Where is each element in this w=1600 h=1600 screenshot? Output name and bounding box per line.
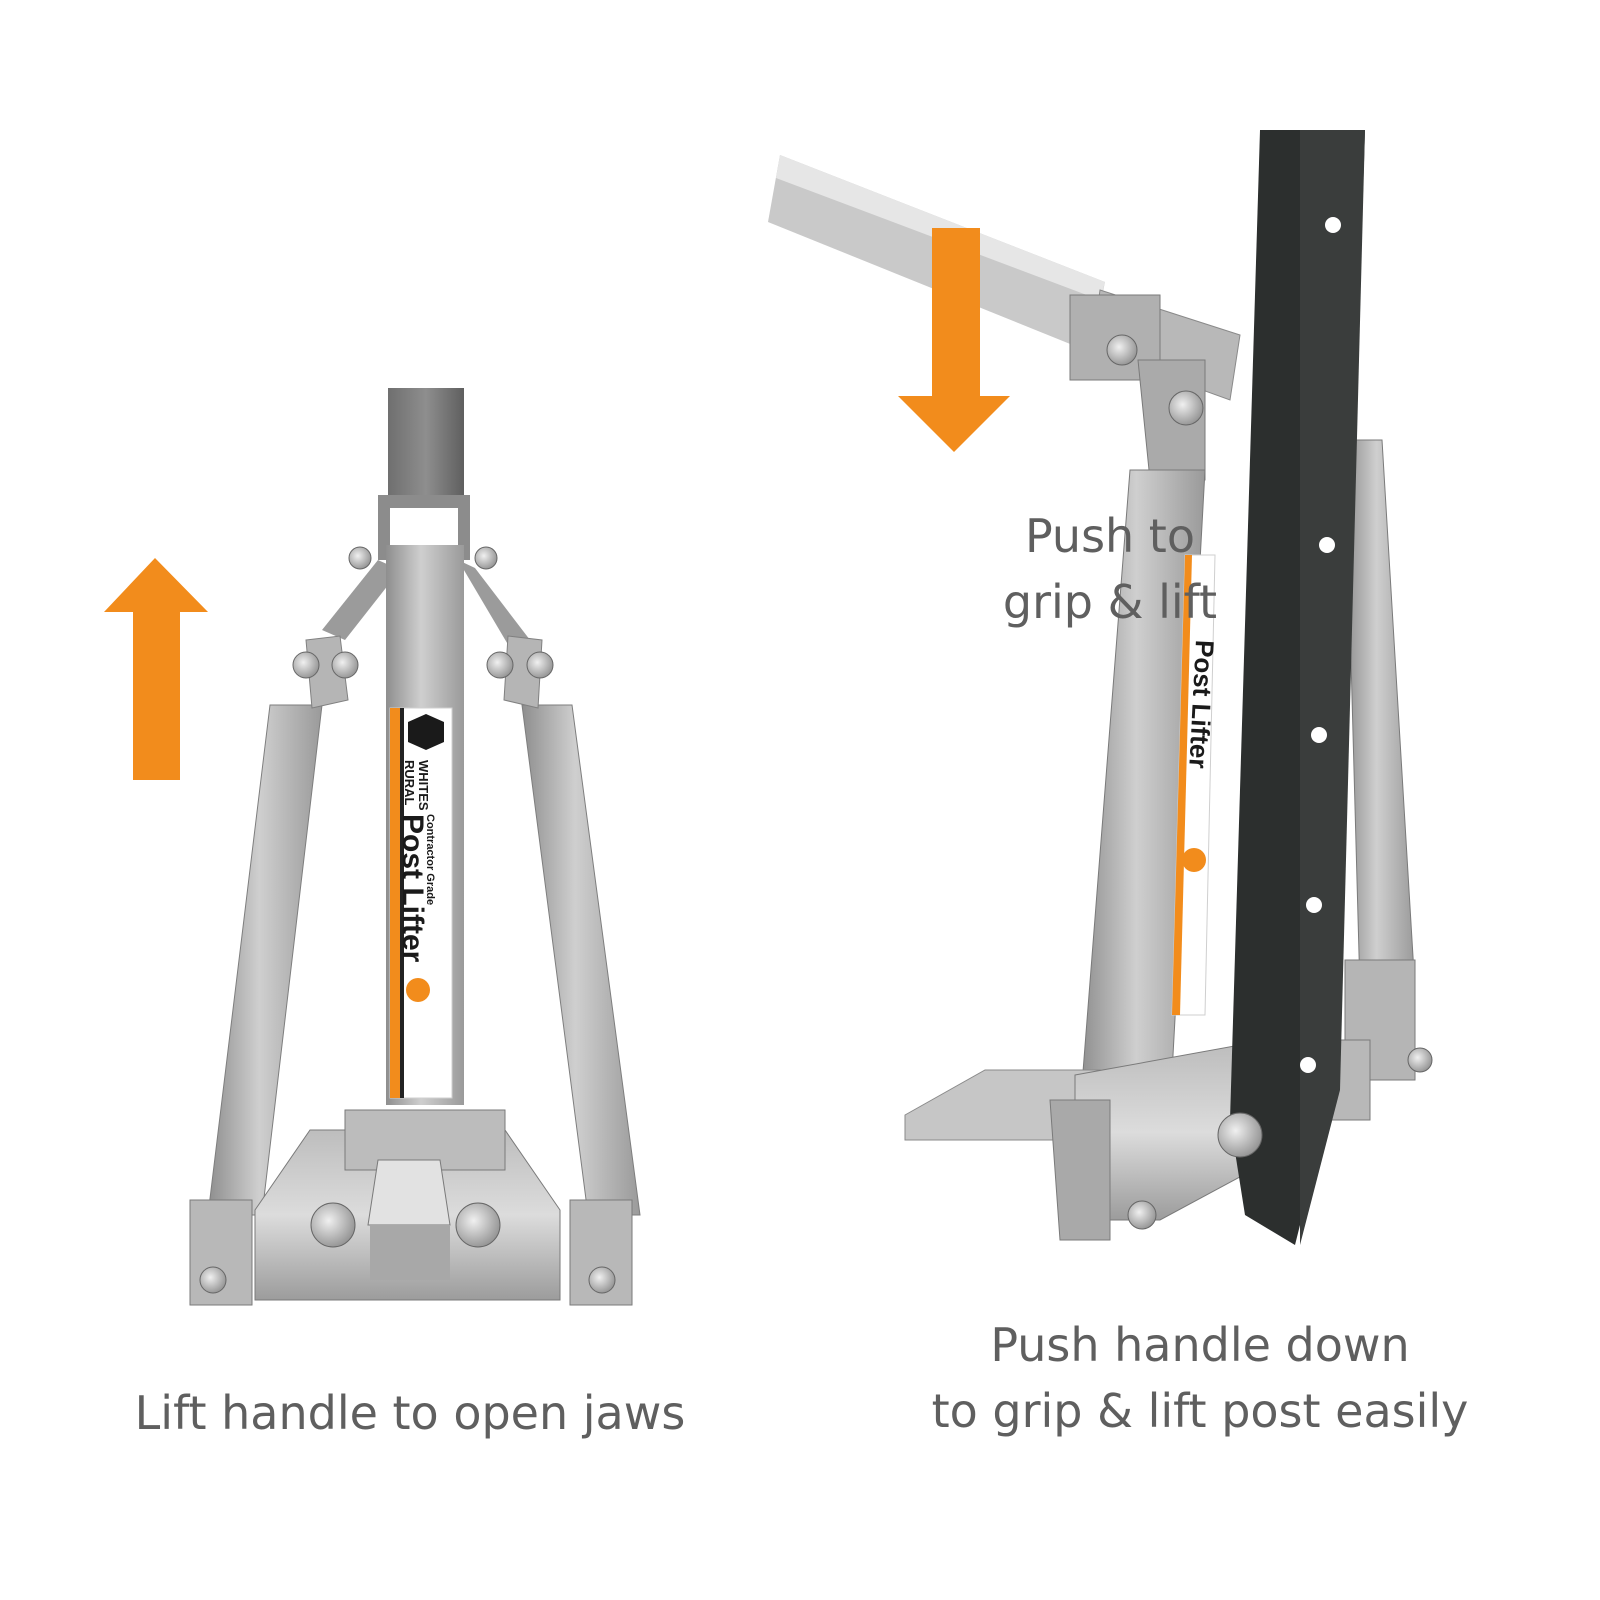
caption-push-handle-down-line2: to grip & lift post easily xyxy=(931,1384,1469,1438)
caption-lift-handle: Lift handle to open jaws xyxy=(134,1386,686,1440)
post-lifter-side-view: Post Lifter xyxy=(768,130,1433,1245)
caption-push-handle-down-line1: Push handle down xyxy=(990,1318,1410,1372)
arrow-down-icon xyxy=(898,228,1010,452)
product-name: Post Lifter xyxy=(396,814,429,963)
caption-push-handle-down: Push handle down to grip & lift post eas… xyxy=(860,1312,1540,1444)
post-lifter-front-view: WHITES RURAL Contractor Grade Post Lifte… xyxy=(189,388,641,1306)
product-brand: WHITES xyxy=(416,760,431,811)
caption-push-to-grip-line1: Push to xyxy=(1024,509,1195,563)
caption-push-to-grip: Push to grip & lift xyxy=(820,503,1400,635)
bolt-icon xyxy=(1106,334,1433,1230)
product-grade: Contractor Grade xyxy=(424,814,436,905)
post-hole xyxy=(1300,217,1341,1073)
product-brand-sub: RURAL xyxy=(402,760,417,806)
caption-push-to-grip-line2: grip & lift xyxy=(1002,575,1218,629)
product-name-side: Post Lifter xyxy=(1183,639,1220,769)
product-label: WHITES RURAL Contractor Grade Post Lifte… xyxy=(389,707,453,1099)
bolt-icon xyxy=(292,546,554,679)
product-label-side: Post Lifter xyxy=(1171,554,1220,1016)
bolt-icon xyxy=(199,1202,616,1294)
arrow-up-icon xyxy=(104,558,208,780)
